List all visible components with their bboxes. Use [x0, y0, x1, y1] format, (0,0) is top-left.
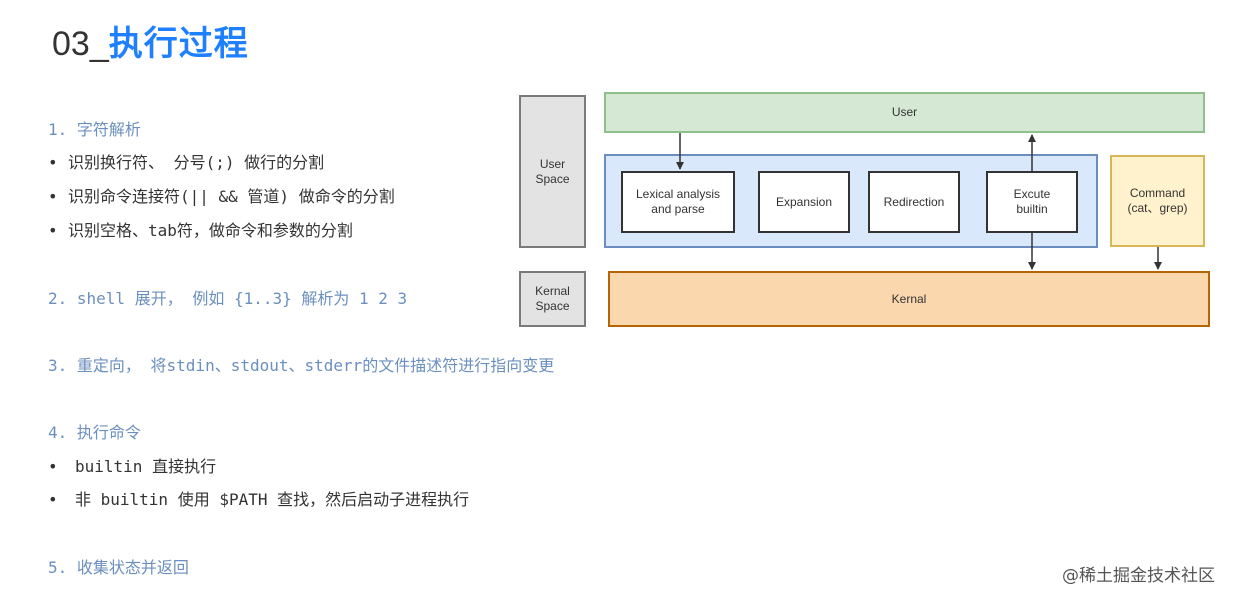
note-bullet: •builtin 直接执行: [48, 457, 217, 476]
note-step-5: 5. 收集状态并返回: [48, 558, 189, 577]
note-bullet: •识别命令连接符(|| && 管道) 做命令的分割: [48, 187, 395, 206]
note-step-4: 4. 执行命令: [48, 423, 141, 442]
note-bullet: •识别空格、tab符，做命令和参数的分割: [48, 221, 353, 240]
expansion-box: Expansion: [758, 171, 850, 233]
note-step-2: 2. shell 展开， 例如 {1..3} 解析为 1 2 3: [48, 289, 408, 308]
site-watermark: @稀土掘金技术社区: [1062, 566, 1215, 586]
slide-title: 03_执行过程: [52, 22, 249, 66]
command-box: Command(cat、grep): [1110, 155, 1205, 247]
redirection-box: Redirection: [868, 171, 960, 233]
title-main: 执行过程: [108, 24, 249, 64]
user-box: User: [604, 92, 1205, 133]
note-bullet: •非 builtin 使用 $PATH 查找，然后启动子进程执行: [48, 490, 470, 509]
note-step-1: 1. 字符解析: [48, 120, 141, 139]
title-prefix: 03_: [52, 25, 109, 63]
kernal-box: Kernal: [608, 271, 1210, 327]
note-step-3: 3. 重定向， 将stdin、stdout、stderr的文件描述符进行指向变更: [48, 356, 555, 375]
note-bullet: •识别换行符、 分号(;) 做行的分割: [48, 153, 325, 172]
